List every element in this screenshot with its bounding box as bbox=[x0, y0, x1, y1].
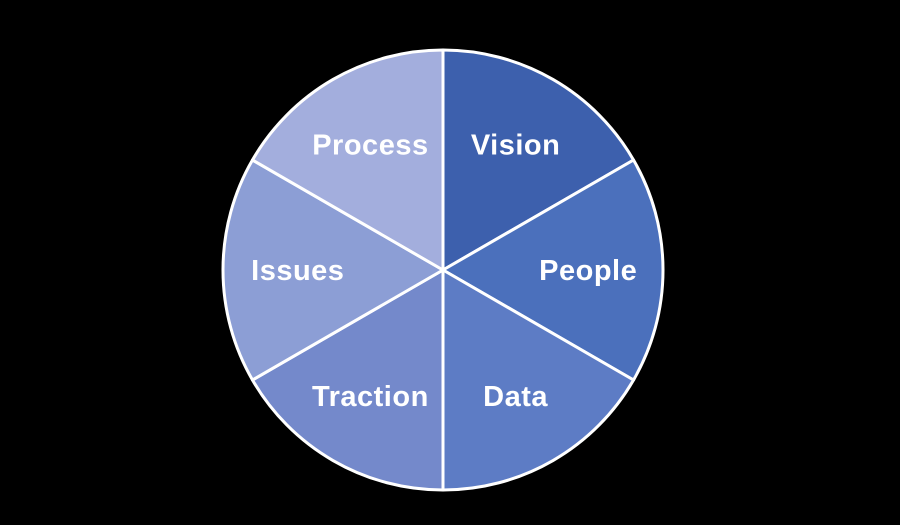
pie-slice-data bbox=[441, 268, 636, 492]
pie-slice-process bbox=[250, 48, 445, 272]
pie-slice-label-issues: Issues bbox=[251, 255, 344, 287]
pie-slice-issues bbox=[221, 158, 445, 382]
pie-slice-label-traction: Traction bbox=[312, 381, 429, 413]
pie-slice-traction bbox=[250, 268, 445, 492]
pie-slice-label-data: Data bbox=[483, 381, 548, 413]
pie-slice-label-process: Process bbox=[312, 129, 428, 161]
pie-slice-label-vision: Vision bbox=[471, 129, 561, 161]
pie-slice-label-people: People bbox=[539, 255, 637, 287]
pie-slice-vision bbox=[441, 48, 636, 272]
pie-slice-people bbox=[441, 158, 665, 382]
